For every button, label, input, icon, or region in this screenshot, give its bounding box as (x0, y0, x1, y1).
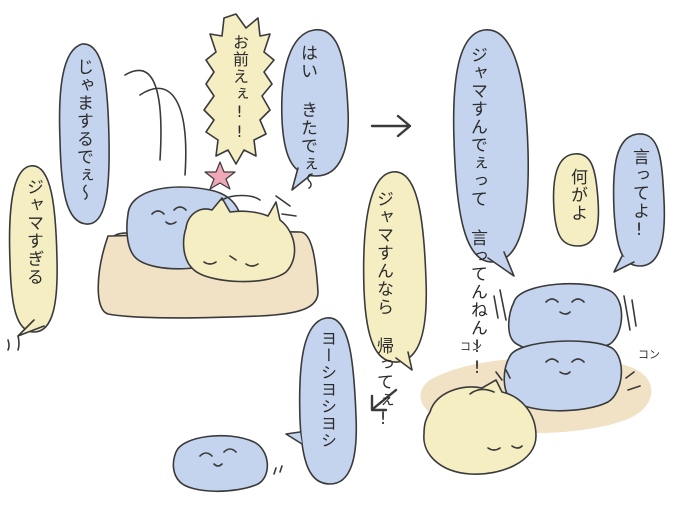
bubble-line: 言ってよ! (629, 148, 649, 241)
foot-marks (273, 465, 283, 475)
speech-bubble-tail (395, 351, 413, 371)
star-icon (204, 161, 236, 190)
sfx-kon-left: コン (460, 340, 482, 353)
arrow-down-left-icon (370, 388, 398, 412)
bubble-text-jama-sunde: ジャマすんでぇって 言ってんねん!! (466, 46, 488, 379)
bubble-line: ジャマすぎる (23, 178, 43, 286)
speech-bubble-itte (612, 133, 666, 267)
motion-line (139, 87, 187, 176)
speech-bubble-tail (487, 251, 515, 277)
yellow-cat-face (203, 255, 259, 267)
blue-blob-face (199, 448, 237, 467)
foot-marks (7, 335, 20, 351)
speech-bubble-kaette (362, 171, 428, 363)
bubble-text-hai: はい きたでぇ〜 (296, 44, 318, 191)
halo (221, 194, 261, 201)
blue-blob-face (151, 206, 187, 225)
bubble-line: お前えぇ!! (230, 34, 249, 142)
bubble-line: ヨーシヨシヨシ (318, 330, 337, 449)
speech-bubble-jama-sugiru (8, 165, 58, 333)
speech-bubble-jama-sunde (452, 29, 530, 263)
speech-bubble-tail (285, 431, 303, 445)
sfx-kon-right: コン (638, 348, 660, 361)
bubble-line: はい (297, 44, 317, 80)
bubble-text-omae: お前えぇ!! (228, 34, 250, 142)
motion-line (124, 69, 162, 161)
bubble-line: ジャマすんでぇって (467, 46, 487, 208)
speech-bubble-hai (280, 29, 350, 177)
twitch-lines (275, 195, 297, 217)
yellow-cat-character (423, 379, 537, 475)
speech-bubble-tail (613, 255, 635, 273)
blue-blob-character (172, 434, 269, 493)
bubble-line: きたでぇ〜 (297, 101, 317, 191)
shake-lines (493, 289, 637, 331)
blue-blob-face (545, 298, 585, 375)
bubble-text-nani: 何がよ (566, 168, 588, 222)
bubble-line: 言ってんねん!! (467, 229, 487, 379)
impact-lines (495, 369, 641, 391)
blue-blob-character (503, 340, 623, 412)
speech-bubble-yoshi (298, 317, 358, 485)
bubble-text-jama-sugiru: ジャマすぎる (22, 178, 44, 286)
blue-blob-character (507, 282, 623, 354)
bubble-line: ジャマすんなら (373, 190, 393, 316)
speech-bubble-omae (203, 13, 275, 165)
bubble-line: 帰ってぇ! (373, 337, 393, 430)
bubble-line: 何がよ (567, 168, 587, 222)
yellow-cat-face (469, 388, 523, 451)
bubble-text-kaette: ジャマすんなら 帰ってぇ! (372, 190, 394, 430)
yellow-cat-character (182, 197, 296, 283)
bubble-line: じゃまするでぇ〜 (73, 58, 93, 202)
speech-bubble-tail (291, 167, 313, 191)
arrow-right-icon (370, 114, 412, 138)
bubble-text-itte: 言ってよ! (628, 148, 650, 241)
bubble-text-jama-suru: じゃまするでぇ〜 (72, 58, 94, 202)
speech-bubble-nani (552, 153, 600, 247)
speech-bubble-jama-suru (58, 43, 110, 225)
bubble-text-yoshi: ヨーシヨシヨシ (316, 330, 338, 449)
